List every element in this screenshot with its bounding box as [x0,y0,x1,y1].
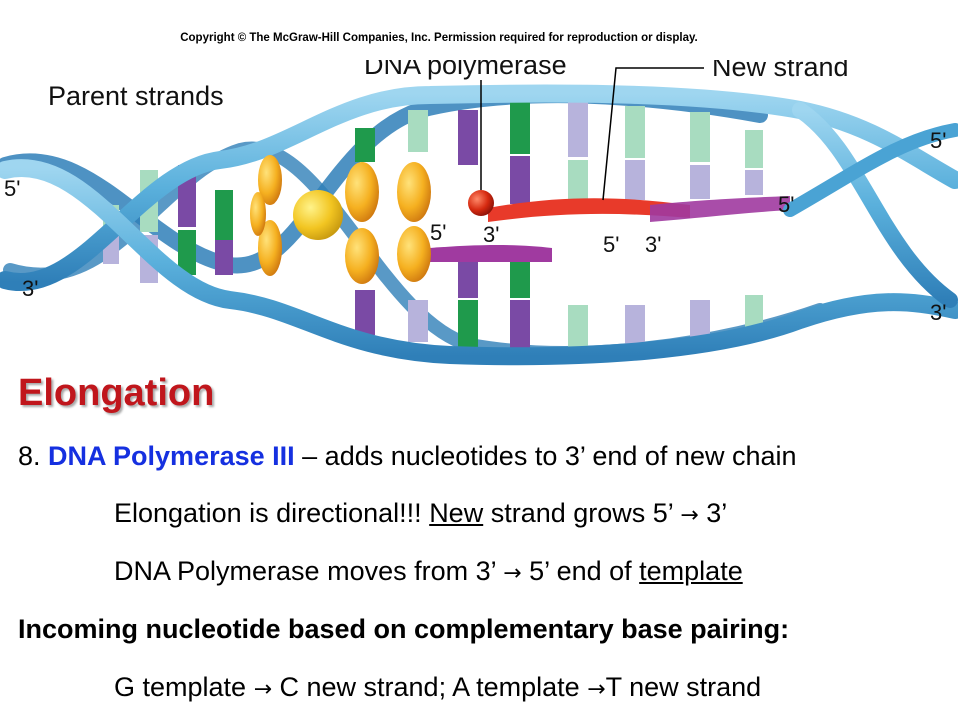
new-strand-synthesis [430,196,790,262]
right-arrow-icon: → [587,677,606,702]
point-8-description: – adds nucleotides to 3’ end of new chai… [294,441,797,471]
pairing-text-mid: C new strand; A template [272,672,588,702]
new-underlined-word: New [429,498,484,528]
polymerase-movement-line: DNA Polymerase moves from 3’ → 5’ end of… [114,556,743,587]
right-top-5prime-label: 5' [930,128,946,153]
movement-text-mid: 5’ end of [521,556,640,586]
dna-polymerase-label: DNA polymerase [364,60,567,80]
upper-strand-bases [355,102,763,204]
left-top-5prime-label: 5' [4,176,20,201]
directional-text-pre: Elongation is directional!!! [114,498,430,528]
right-bottom-3prime-label: 3' [930,300,946,325]
template-underlined-word: template [639,556,743,586]
primer-3prime-label: 3' [483,222,499,247]
point-number: 8. [18,441,41,471]
new-strand-5prime-label: 5' [603,232,619,257]
point-8-line: 8. DNA Polymerase III – adds nucleotides… [18,441,797,472]
directional-line: Elongation is directional!!! New strand … [114,498,727,529]
right-arrow-icon: → [680,503,699,528]
lower-strand-bases [355,258,763,357]
directional-text-mid: strand grows 5’ [483,498,681,528]
left-bottom-3prime-label: 3' [22,276,38,301]
parent-strands-label: Parent strands [48,81,224,111]
pairing-text-post: T new strand [605,672,762,702]
fork-5prime-label: 5' [778,192,794,217]
helix-front-strands [0,84,958,366]
enzyme-complex [250,155,431,284]
directional-text-post: 3’ [698,498,728,528]
slide-heading: Elongation [18,372,215,414]
enzyme-term: DNA Polymerase III [48,441,295,471]
right-arrow-icon: → [253,677,272,702]
dna-polymerase-marker [468,67,704,216]
movement-text-pre: DNA Polymerase moves from 3’ [114,556,504,586]
right-arrow-icon: → [503,561,522,586]
pairing-rules-line: G template → C new strand; A template →T… [114,672,761,703]
pairing-text-pre: G template [114,672,254,702]
dna-replication-diagram: Parent strands DNA polymerase New strand… [0,60,958,366]
copyright-notice: Copyright © The McGraw-Hill Companies, I… [180,32,698,44]
new-strand-3prime-label: 3' [645,232,661,257]
base-pairing-line: Incoming nucleotide based on complementa… [18,614,790,644]
primer-5prime-label: 5' [430,220,446,245]
new-strand-label: New strand [712,60,849,82]
